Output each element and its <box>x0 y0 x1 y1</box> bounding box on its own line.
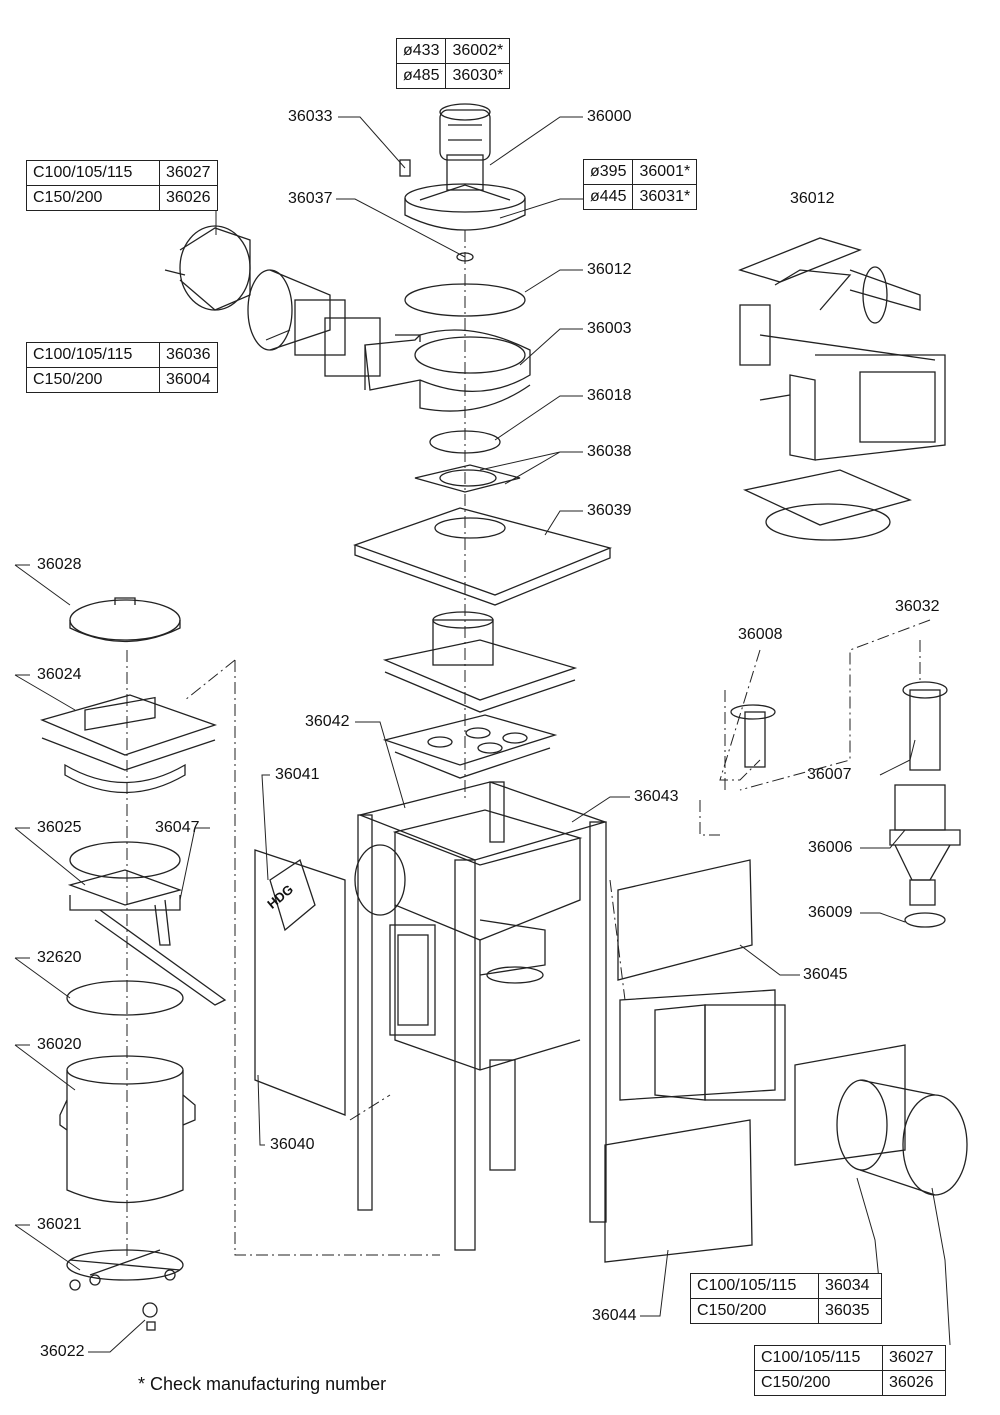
cross-pipe <box>738 237 936 366</box>
part-label-36012-right: 36012 <box>790 190 835 207</box>
frame-drawing <box>354 781 608 1251</box>
clamp-ring-top <box>164 225 251 311</box>
part-label-36008: 36008 <box>738 626 783 643</box>
part-label-36037: 36037 <box>288 190 333 207</box>
part-label-36047: 36047 <box>155 819 200 836</box>
table-cell: C150/200 <box>26 185 160 211</box>
gasket-plate <box>414 464 521 493</box>
part-label-36024: 36024 <box>37 666 82 683</box>
part-label-36042: 36042 <box>305 713 350 730</box>
table-cell: C100/105/115 <box>754 1345 883 1371</box>
table-cell: 36034 <box>818 1273 882 1299</box>
table-cell: ø395 <box>582 159 634 185</box>
table-cell: ø485 <box>395 63 447 89</box>
rect-duct <box>742 354 946 541</box>
caster <box>142 1302 158 1331</box>
table-cell: 36004 <box>159 367 218 393</box>
motor-drawing <box>404 103 526 231</box>
part-label-36041: 36041 <box>275 766 320 783</box>
bin-dolly <box>66 1249 184 1291</box>
part-label-36039: 36039 <box>587 502 632 519</box>
part-label-36038: 36038 <box>587 443 632 460</box>
part-label-36043: 36043 <box>634 788 679 805</box>
part-label-36025: 36025 <box>37 819 82 836</box>
round-clamp-bottom <box>794 1044 968 1196</box>
part-label-36045: 36045 <box>803 966 848 983</box>
plate-holes <box>382 714 558 779</box>
table-cell: ø445 <box>582 184 634 210</box>
bolt-small <box>399 159 411 177</box>
table-cell: C150/200 <box>690 1298 819 1324</box>
part-label-36009: 36009 <box>808 904 853 921</box>
part-label-36012: 36012 <box>587 261 632 278</box>
table-cell: 36030* <box>445 63 511 89</box>
table-cell: C100/105/115 <box>690 1273 819 1299</box>
table-cell: C150/200 <box>26 367 160 393</box>
footnote: * Check manufacturing number <box>138 1374 387 1394</box>
table-cell: 36027 <box>882 1345 946 1371</box>
table-cell: C100/105/115 <box>26 342 160 368</box>
table-cell: 36026 <box>159 185 218 211</box>
table-cell: C100/105/115 <box>26 160 160 186</box>
part-label-36044: 36044 <box>592 1307 637 1324</box>
frame-flange <box>40 694 218 794</box>
part-label-36003: 36003 <box>587 320 632 337</box>
table-cell: 36002* <box>445 38 511 64</box>
fan-housing-drawing <box>364 329 531 412</box>
side-panel-logo <box>254 849 346 1116</box>
cyclone-pipe <box>730 681 948 771</box>
table-cell: 36027 <box>159 160 218 186</box>
part-label-36021: 36021 <box>37 1216 82 1233</box>
part-label-36000: 36000 <box>587 108 632 125</box>
part-label-36007: 36007 <box>807 766 852 783</box>
part-label-36040: 36040 <box>270 1136 315 1153</box>
table-cell: ø433 <box>395 38 447 64</box>
part-label-36032: 36032 <box>895 598 940 615</box>
table-cell: 36001* <box>632 159 698 185</box>
part-label-36020: 36020 <box>37 1036 82 1053</box>
table-cell: 36031* <box>632 184 698 210</box>
adapter-cone <box>247 269 381 377</box>
hinged-door <box>389 924 436 1036</box>
bottom-panel <box>604 1119 753 1263</box>
part-label-36033: 36033 <box>288 108 333 125</box>
flange-pipe <box>382 611 578 713</box>
table-cell: C150/200 <box>754 1370 883 1396</box>
side-panel-right <box>617 859 753 981</box>
top-plate-drawing <box>353 507 613 606</box>
part-label-36028: 36028 <box>37 556 82 573</box>
cyclone <box>889 784 961 906</box>
slide-gate <box>67 841 227 1006</box>
assembly-axis-lines <box>126 230 931 1260</box>
part-label-36018: 36018 <box>587 387 632 404</box>
table-cell: 36036 <box>159 342 218 368</box>
part-label-36006: 36006 <box>808 839 853 856</box>
leader-lines <box>14 116 951 1353</box>
table-cell: 36026 <box>882 1370 946 1396</box>
rect-flange <box>619 989 786 1101</box>
part-label-36022: 36022 <box>40 1343 85 1360</box>
bin-drawing <box>59 1055 196 1204</box>
part-label-32620: 32620 <box>37 949 82 966</box>
table-cell: 36035 <box>818 1298 882 1324</box>
